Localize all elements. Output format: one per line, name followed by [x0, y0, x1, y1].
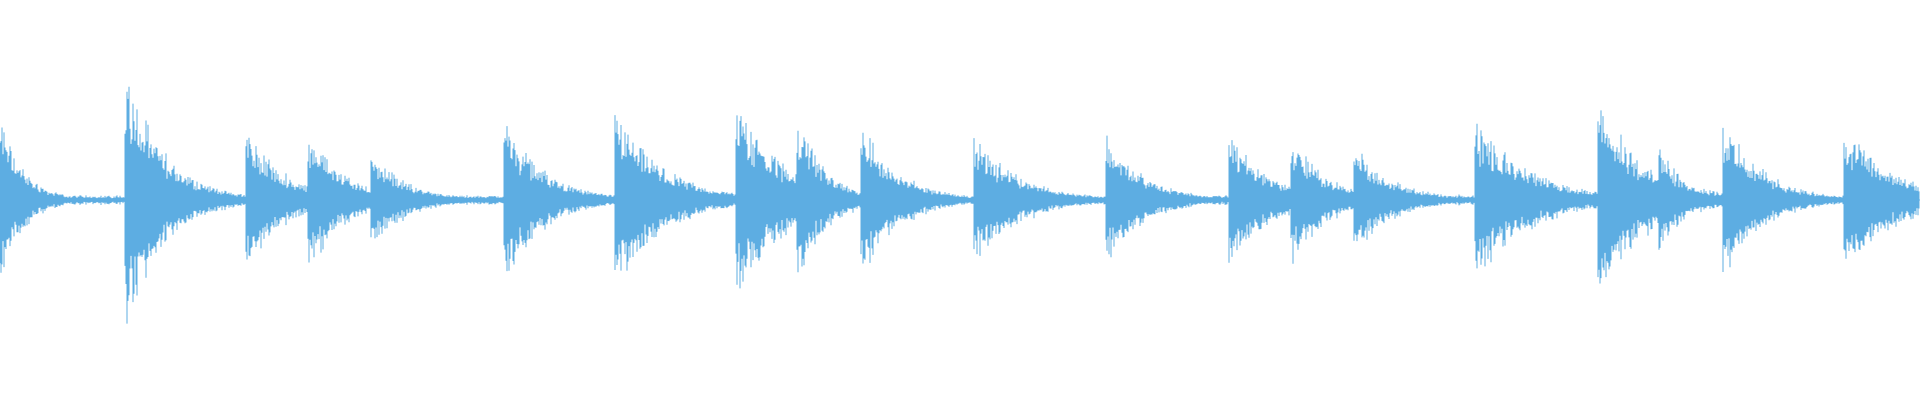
waveform-path	[0, 86, 1920, 324]
